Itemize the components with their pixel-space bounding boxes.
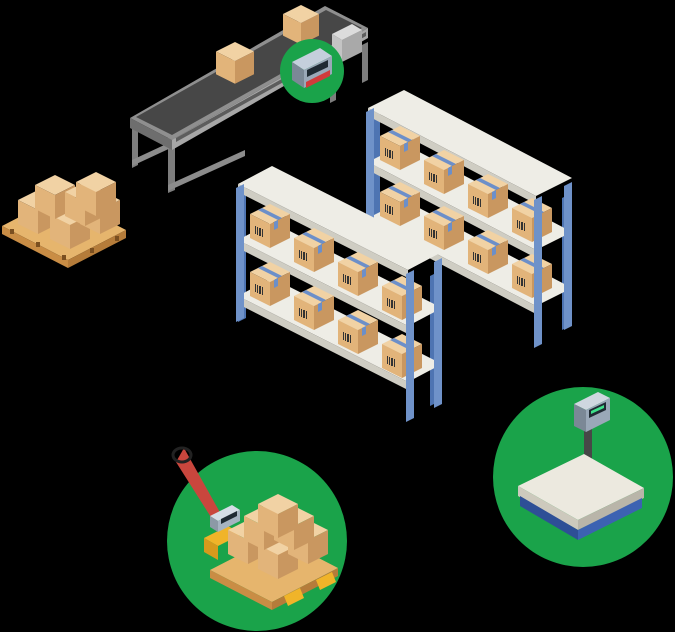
shelving-rack-right bbox=[366, 90, 572, 348]
conveyor-weighing-indicator bbox=[280, 39, 344, 103]
shelving-rack-left bbox=[236, 166, 442, 422]
platform-scale bbox=[493, 387, 673, 567]
conveyor-belt bbox=[130, 6, 368, 193]
pallet-with-boxes bbox=[2, 172, 126, 268]
pallet-jack-scale bbox=[167, 446, 347, 631]
